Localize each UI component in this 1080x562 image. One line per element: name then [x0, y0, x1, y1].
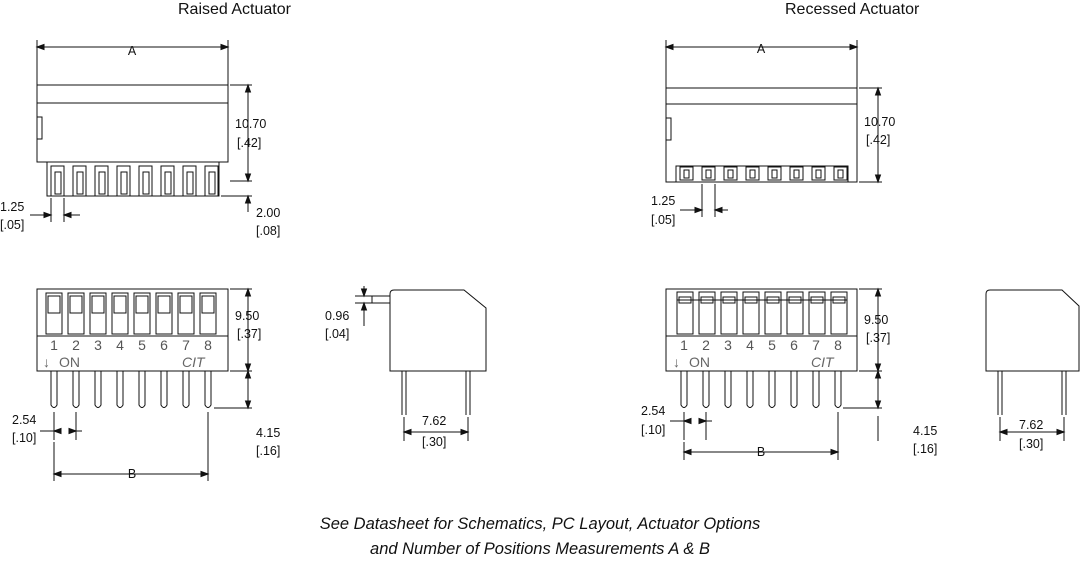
- raised-raise-in: [.08]: [256, 224, 280, 238]
- raised-pos-3: 3: [94, 337, 102, 353]
- recessed-dim-a: A: [757, 42, 766, 56]
- raised-labels: A 10.70 [.42] 1.25 [.05] 2.00 [.08] 9.50…: [0, 44, 446, 481]
- raised-row-mm: 7.62: [422, 414, 446, 428]
- recessed-actuators-top: [679, 166, 848, 181]
- recessed-dim-b: B: [757, 445, 765, 459]
- recessed-arrow: ↓: [673, 354, 680, 370]
- raised-body-in: [.37]: [237, 327, 261, 341]
- raised-front-view: [36, 287, 252, 481]
- raised-pitch-small-mm: 1.25: [0, 200, 24, 214]
- recessed-pos-4: 4: [746, 337, 754, 353]
- recessed-lead-mm: 4.15: [913, 424, 937, 438]
- raised-markings: 1 2 3 4 5 6 7 8 ↓ ON CIT: [43, 337, 212, 370]
- recessed-row-mm: 7.62: [1019, 418, 1043, 432]
- recessed-side-view: [985, 289, 1080, 441]
- recessed-pos-1: 1: [680, 337, 688, 353]
- raised-pos-6: 6: [160, 337, 168, 353]
- raised-actuators-top: [50, 165, 219, 197]
- raised-row-in: [.30]: [422, 435, 446, 449]
- raised-height-mm: 10.70: [235, 117, 266, 131]
- recessed-height-mm: 10.70: [864, 115, 895, 129]
- raised-act-mm: 0.96: [325, 309, 349, 323]
- raised-pitch-mm: 2.54: [12, 413, 36, 427]
- raised-arrow: ↓: [43, 354, 50, 370]
- raised-pos-7: 7: [182, 337, 190, 353]
- raised-leads: [50, 371, 212, 408]
- recessed-pitch-mm: 2.54: [641, 404, 665, 418]
- recessed-pos-5: 5: [768, 337, 776, 353]
- raised-raise-mm: 2.00: [256, 206, 280, 220]
- raised-act-in: [.04]: [325, 327, 349, 341]
- recessed-leads: [680, 371, 842, 408]
- recessed-markings: 1 2 3 4 5 6 7 8 ↓ ON CIT: [673, 337, 842, 370]
- recessed-body-in: [.37]: [866, 331, 890, 345]
- recessed-actuators-front: [676, 291, 848, 335]
- raised-pos-5: 5: [138, 337, 146, 353]
- recessed-row-in: [.30]: [1019, 437, 1043, 451]
- raised-pos-8: 8: [204, 337, 212, 353]
- recessed-pos-8: 8: [834, 337, 842, 353]
- raised-title: Raised Actuator: [178, 1, 291, 18]
- raised-pos-1: 1: [50, 337, 58, 353]
- recessed-pos-3: 3: [724, 337, 732, 353]
- raised-actuators-front: [45, 292, 217, 335]
- recessed-title: Recessed Actuator: [785, 1, 920, 18]
- raised-body-mm: 9.50: [235, 309, 259, 323]
- raised-brand: CIT: [182, 354, 206, 370]
- raised-on-label: ON: [59, 354, 80, 370]
- recessed-pitch-small-in: [.05]: [651, 213, 675, 227]
- footnote-line-1: See Datasheet for Schematics, PC Layout,…: [319, 515, 761, 533]
- recessed-pos-2: 2: [702, 337, 710, 353]
- recessed-pos-7: 7: [812, 337, 820, 353]
- recessed-brand: CIT: [811, 354, 835, 370]
- raised-height-in: [.42]: [237, 136, 261, 150]
- raised-dim-b: B: [128, 467, 136, 481]
- recessed-on-label: ON: [689, 354, 710, 370]
- raised-dim-a: A: [128, 44, 137, 58]
- raised-pos-4: 4: [116, 337, 124, 353]
- recessed-pitch-in: [.10]: [641, 423, 665, 437]
- raised-pitch-in: [.10]: [12, 431, 36, 445]
- recessed-height-in: [.42]: [866, 133, 890, 147]
- raised-pitch-small-in: [.05]: [0, 218, 24, 232]
- footnote-line-2: and Number of Positions Measurements A &…: [370, 540, 710, 558]
- recessed-front-view: [665, 287, 882, 460]
- recessed-top-view: [664, 40, 882, 217]
- recessed-lead-in: [.16]: [913, 442, 937, 456]
- recessed-labels: A 10.70 [.42] 1.25 [.05] 9.50 [.37] 4.15…: [641, 42, 1043, 459]
- raised-lead-in: [.16]: [256, 444, 280, 458]
- recessed-body-mm: 9.50: [864, 313, 888, 327]
- recessed-pos-6: 6: [790, 337, 798, 353]
- raised-lead-mm: 4.15: [256, 426, 280, 440]
- raised-top-view: [30, 40, 252, 222]
- raised-pos-2: 2: [72, 337, 80, 353]
- raised-side-view: [355, 286, 487, 441]
- recessed-pitch-small-mm: 1.25: [651, 194, 675, 208]
